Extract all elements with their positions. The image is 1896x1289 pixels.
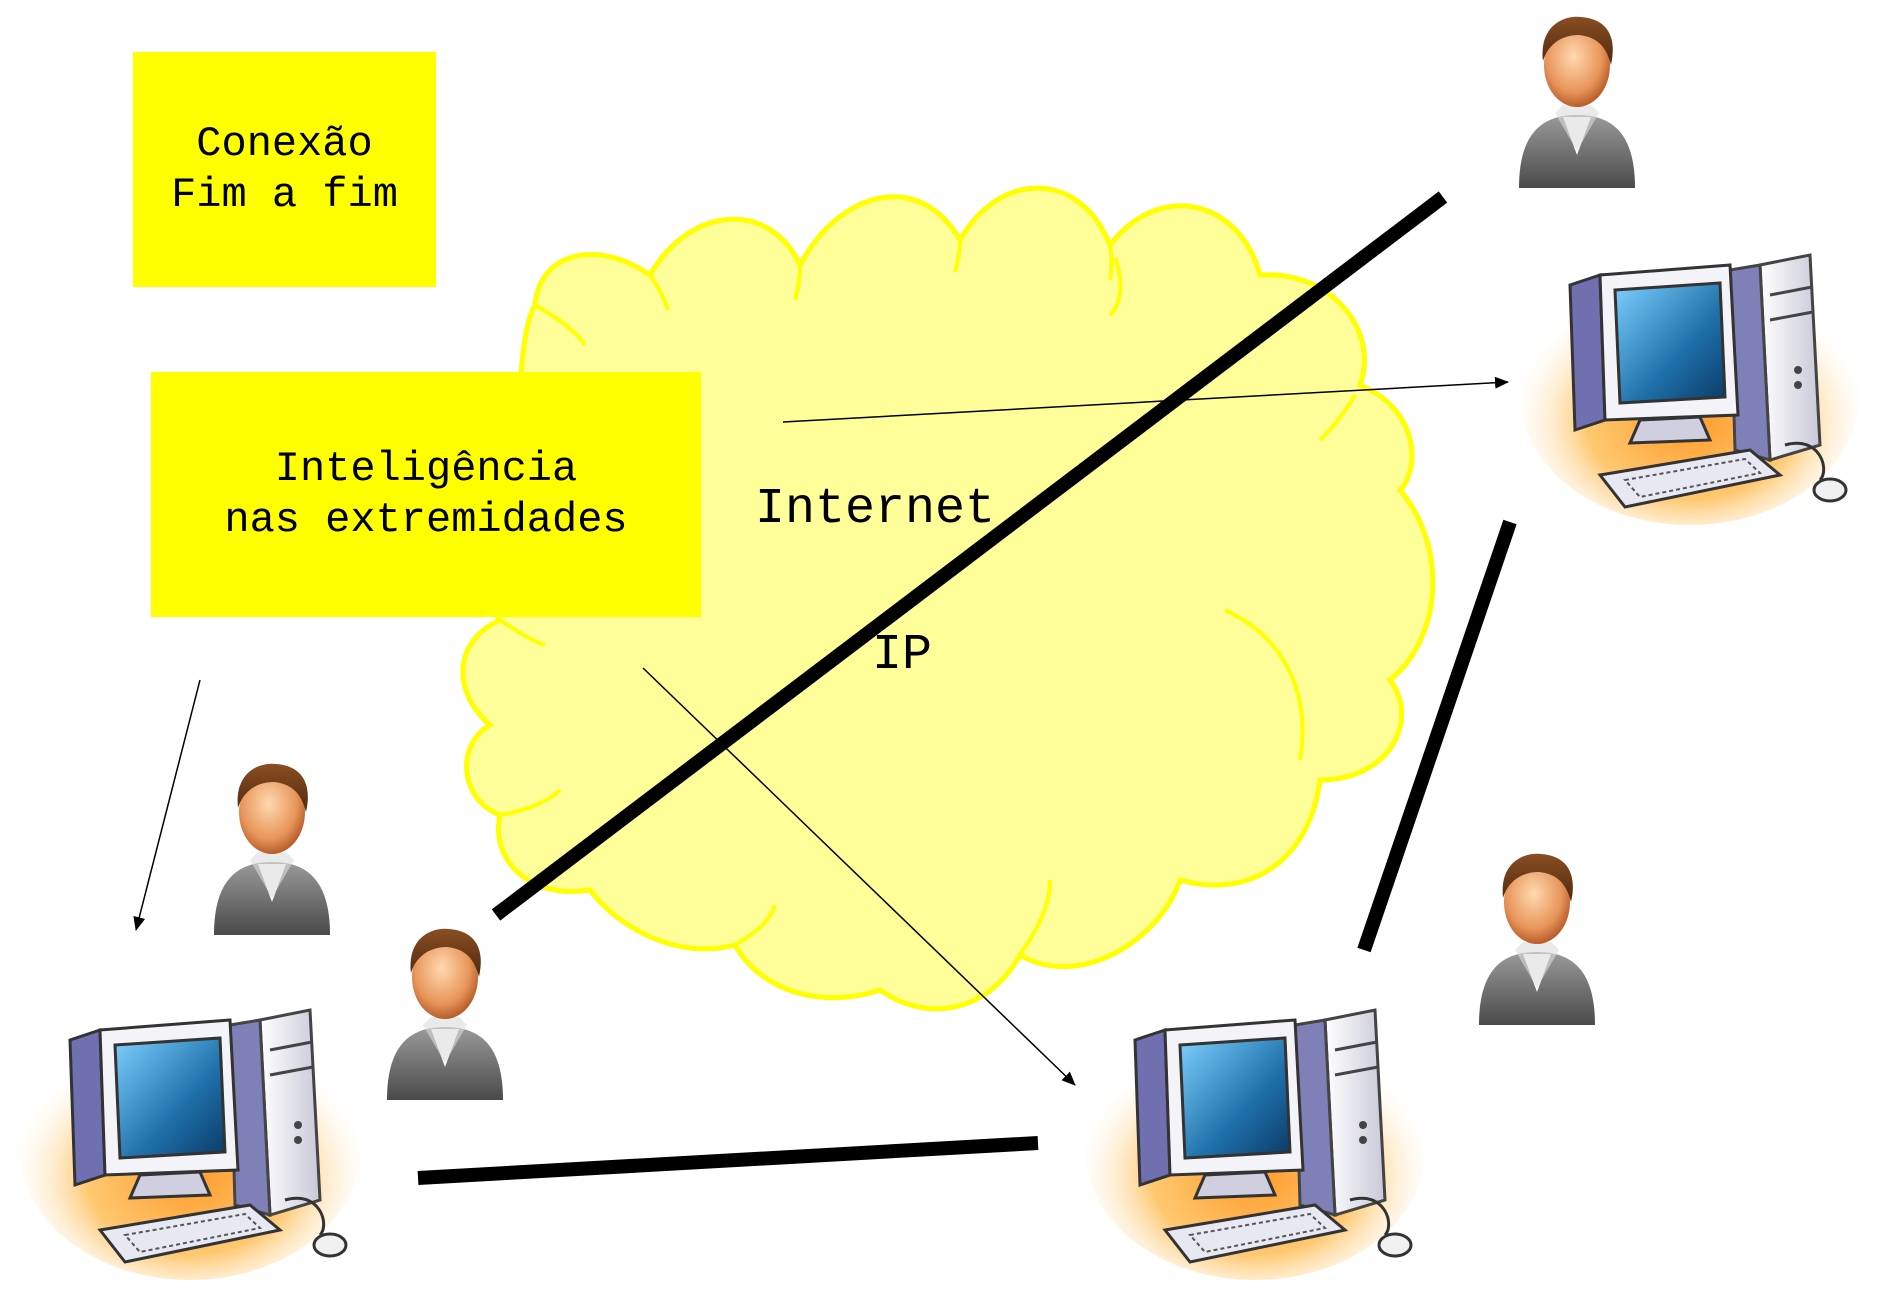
label-inteligencia-line2: nas extremidades — [224, 495, 628, 544]
user-icon — [1479, 853, 1595, 1025]
user-icon — [214, 763, 330, 935]
link-bottom — [417, 1136, 1039, 1185]
arrow-to-left-computer — [133, 679, 201, 931]
arrow-to-top-computer — [782, 376, 1509, 423]
arrow-to-bottom-computer — [642, 667, 1076, 1086]
computer-icon — [18, 1008, 362, 1282]
label-inteligencia-line1: Inteligência — [274, 445, 578, 494]
computer-icon — [1518, 253, 1862, 527]
link-right-vertical — [1357, 519, 1517, 953]
label-conexao-line1: Conexão — [196, 120, 373, 169]
computer-icon — [1083, 1008, 1427, 1282]
cloud-label-ip: IP — [872, 627, 932, 684]
link-diagonal — [491, 191, 1448, 921]
cloud-label-internet: Internet — [755, 481, 995, 538]
label-conexao-fim-a-fim: Conexão Fim a fim — [133, 52, 436, 287]
user-icon — [1519, 16, 1635, 188]
label-inteligencia-nas-extremidades: Inteligência nas extremidades — [151, 372, 701, 617]
label-conexao-line2: Fim a fim — [171, 170, 398, 219]
user-icon — [387, 928, 503, 1100]
